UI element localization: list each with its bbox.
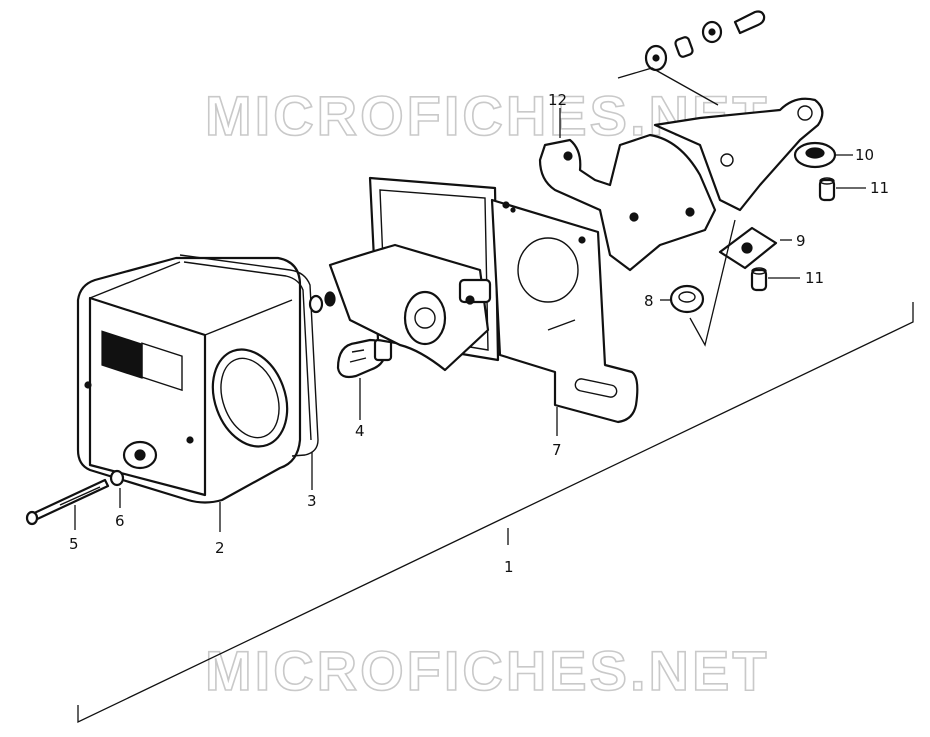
callout-2: 2 — [215, 539, 225, 557]
washer — [109, 469, 125, 487]
grommet — [793, 141, 837, 169]
callout-4: 4 — [355, 422, 365, 440]
callout-12: 12 — [548, 91, 567, 109]
lamp-housing — [76, 256, 302, 504]
top-hardware — [644, 10, 766, 72]
lens-nuts — [308, 291, 336, 314]
lens-gasket — [179, 254, 319, 457]
assembly-bracket — [77, 302, 914, 724]
mounting-plate — [490, 198, 639, 424]
bulb — [336, 338, 393, 379]
watermark-top: MICROFICHES.NET — [205, 84, 770, 147]
collar-lower — [750, 267, 768, 292]
callout-5: 5 — [69, 535, 79, 553]
socket-plate — [328, 176, 500, 372]
leader-lines — [74, 67, 866, 532]
nut-plate — [718, 226, 778, 270]
callout-10: 10 — [855, 146, 874, 164]
callout-1: 1 — [504, 558, 514, 576]
watermark-bottom: MICROFICHES.NET — [205, 639, 770, 702]
callout-8: 8 — [644, 292, 654, 310]
callout-3: 3 — [307, 492, 317, 510]
cushion — [669, 284, 705, 314]
callout-7: 7 — [552, 441, 562, 459]
callout-6: 6 — [115, 512, 125, 530]
callout-11-upper: 11 — [870, 179, 889, 197]
callout-11-lower: 11 — [805, 269, 824, 287]
screw — [25, 478, 110, 526]
bracket — [538, 97, 824, 272]
callout-9: 9 — [796, 232, 806, 250]
collar-upper — [818, 177, 836, 202]
